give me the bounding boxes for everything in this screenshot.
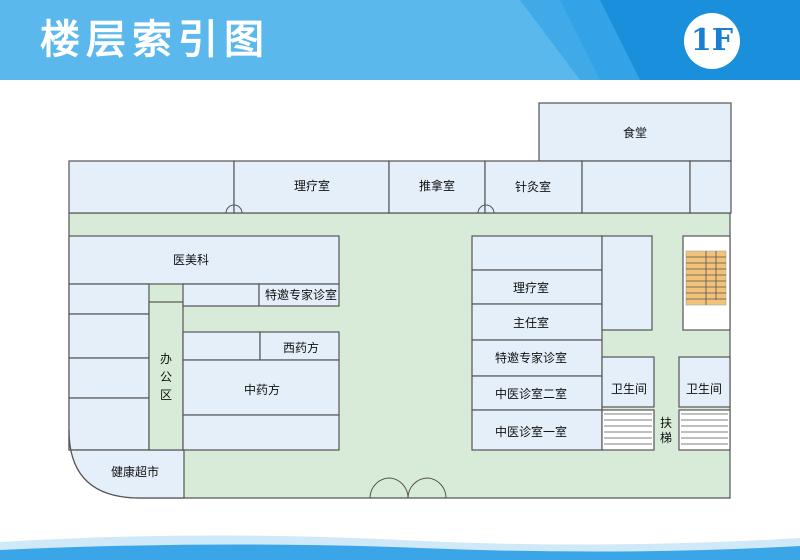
label-acupuncture[interactable]: 针灸室 [514, 180, 552, 194]
header-background [0, 0, 800, 80]
label-director[interactable]: 主任室 [512, 316, 550, 330]
label-therapy-right[interactable]: 理疗室 [512, 281, 550, 295]
tcm-2-room [471, 375, 603, 411]
expert-left-room [258, 283, 340, 307]
top-room-right-a [581, 160, 691, 214]
left-col-4 [68, 397, 150, 451]
restroom-1-room [601, 356, 655, 408]
director-room [471, 303, 603, 341]
page-title: 楼层索引图 [40, 17, 270, 63]
small-room-left [182, 283, 260, 307]
label-expert-left[interactable]: 特邀专家诊室 [264, 288, 338, 302]
cosmetic-room [68, 235, 340, 285]
door-arc [225, 204, 243, 214]
left-col-2 [68, 313, 150, 359]
label-escalator[interactable]: 扶 梯 [660, 416, 673, 445]
restroom-2-room [678, 356, 731, 408]
label-supermarket[interactable]: 健康超市 [110, 465, 160, 479]
supermarket-room [68, 429, 185, 499]
door-arc [477, 204, 495, 214]
left-bottom-room [182, 414, 340, 451]
label-western-pharmacy[interactable]: 西药方 [282, 341, 320, 355]
escalator-left [601, 409, 655, 451]
label-office[interactable]: 办 公 区 [160, 352, 173, 402]
massage-room [388, 160, 486, 214]
header-banner: 楼层索引图 1F [0, 0, 800, 80]
acupuncture-room [484, 160, 583, 214]
label-chinese-pharmacy[interactable]: 中药方 [243, 383, 281, 397]
entrance-door-arc [407, 477, 447, 499]
top-room-right-b [689, 160, 732, 214]
label-tcm-2[interactable]: 中医诊室二室 [494, 387, 568, 401]
footer-wave [0, 535, 800, 560]
left-col-1 [68, 283, 150, 315]
chinese-pharmacy-room [182, 359, 340, 416]
western-pharmacy-room [259, 331, 340, 361]
label-restroom-2[interactable]: 卫生间 [685, 382, 723, 396]
top-room-left [68, 160, 235, 214]
left-col-3 [68, 357, 150, 399]
tcm-1-room [471, 409, 603, 451]
label-massage[interactable]: 推拿室 [418, 179, 456, 193]
office-area [148, 301, 184, 451]
escalator-right [678, 409, 731, 451]
therapy-top-room [233, 160, 390, 214]
canteen-room [538, 102, 732, 162]
label-canteen[interactable]: 食堂 [622, 126, 648, 140]
label-expert-right[interactable]: 特邀专家诊室 [494, 351, 568, 365]
floor-badge[interactable]: 1F [684, 13, 740, 69]
label-restroom-1[interactable]: 卫生间 [610, 382, 648, 396]
right-room-top [471, 235, 603, 271]
label-therapy-top[interactable]: 理疗室 [293, 179, 331, 193]
right-storage-room [601, 235, 653, 331]
label-tcm-1[interactable]: 中医诊室一室 [494, 425, 568, 439]
pharmacy-aux-room [182, 331, 261, 361]
label-cosmetic[interactable]: 医美科 [172, 253, 210, 267]
